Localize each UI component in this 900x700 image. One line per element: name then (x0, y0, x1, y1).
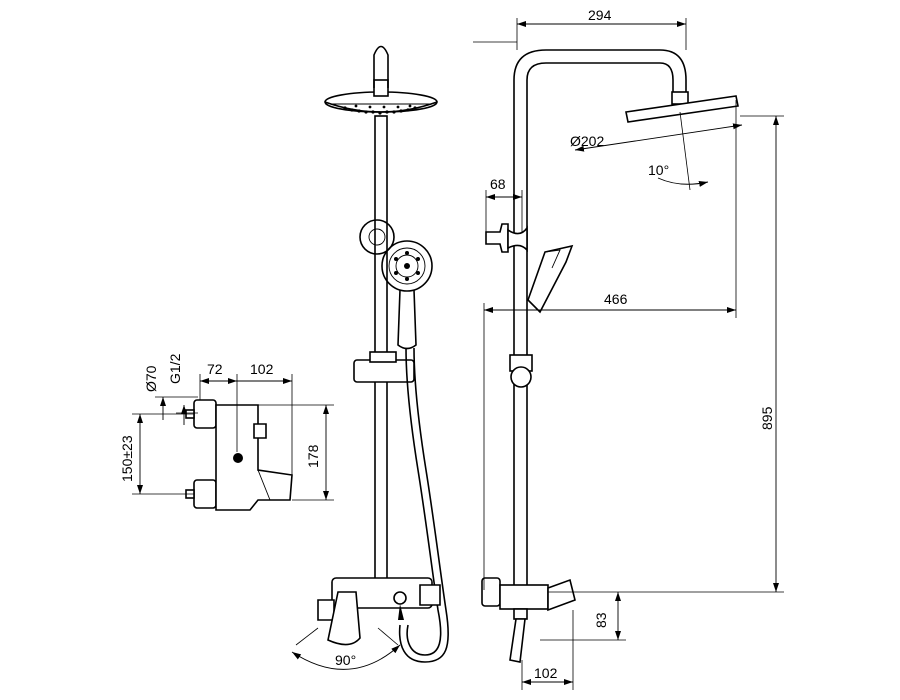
wall-bracket (359, 219, 395, 255)
dim-thread-g12: G1/2 (167, 353, 183, 384)
mixer-detail-view: Ø70 G1/2 72 102 178 150±23 (119, 353, 334, 511)
dim-width-466: 466 (604, 291, 628, 307)
dim-height-178: 178 (305, 444, 321, 468)
side-wall-bracket (485, 223, 528, 253)
dim-angle-10: 10° (648, 162, 669, 178)
overhead-shower-head (324, 79, 438, 115)
slider (353, 359, 415, 383)
dim-width-294: 294 (588, 7, 612, 23)
dim-height-895: 895 (759, 406, 775, 430)
riser-pipe (374, 115, 388, 587)
mixer-body (215, 404, 293, 511)
hose (405, 347, 442, 656)
dim-angle-90: 90° (335, 652, 356, 668)
side-mixer (481, 577, 576, 663)
hand-shower (381, 240, 433, 350)
front-view: 90° (291, 45, 449, 670)
dim-height-83: 83 (593, 612, 609, 628)
front-mixer (317, 577, 441, 646)
side-shower-head (625, 91, 739, 123)
angle-90-arc (291, 644, 401, 670)
dim-width-68: 68 (490, 176, 506, 192)
dim-diameter-202: Ø202 (570, 133, 604, 149)
dim-width-72: 72 (207, 361, 223, 377)
dim-spacing-150: 150±23 (119, 435, 135, 482)
side-view: 294 Ø202 10° 68 466 895 83 102 (473, 7, 784, 690)
dim-width-102-mixer: 102 (250, 361, 274, 377)
dim-diameter-70: Ø70 (143, 365, 159, 392)
side-hand-shower (527, 244, 574, 314)
dim-width-102-bottom: 102 (534, 665, 558, 681)
